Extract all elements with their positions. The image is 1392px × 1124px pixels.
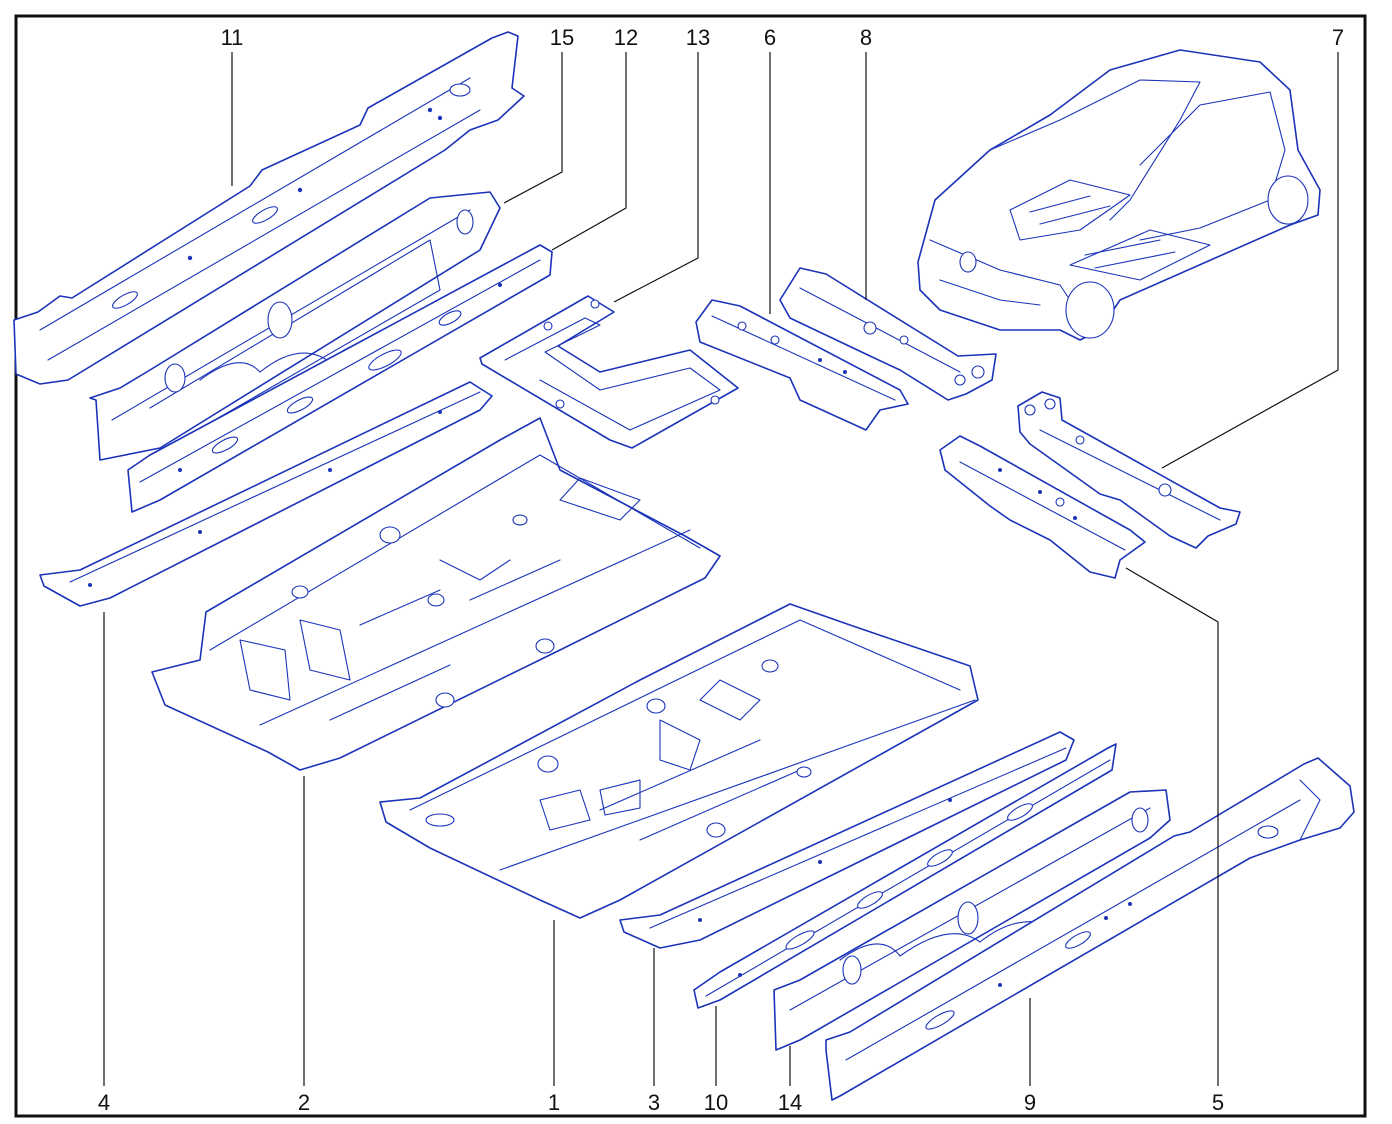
callout-9: 9 [1024, 1090, 1036, 1115]
callout-2: 2 [298, 1090, 310, 1115]
part-9-outer-sill-panel [825, 757, 1355, 1101]
part-8-cross-member [779, 267, 997, 401]
callout-labels: 11 15 12 13 6 8 7 4 2 1 3 10 14 9 5 [98, 25, 1344, 1115]
leader-lines [103, 52, 1339, 1086]
callout-4: 4 [98, 1090, 110, 1115]
leader-7 [1161, 52, 1339, 469]
callout-5: 5 [1212, 1090, 1224, 1115]
leader-15 [503, 52, 563, 204]
callout-12: 12 [614, 25, 638, 50]
part-13-tunnel-plate [479, 295, 739, 449]
part-15-sill-reinforcement [89, 191, 501, 461]
callout-11: 11 [221, 25, 244, 50]
callout-7: 7 [1332, 25, 1344, 50]
part-5-rear-cross-member [939, 435, 1146, 579]
callout-15: 15 [550, 25, 574, 50]
part-11-sill-panel [13, 31, 525, 385]
callout-10: 10 [704, 1090, 728, 1115]
part-1-rear-floor-panel [379, 603, 979, 919]
part-10-sill-rail [693, 743, 1117, 1009]
callout-1: 1 [548, 1090, 560, 1115]
part-14-sill-reinforcement [773, 789, 1171, 1051]
vehicle-reference-view [917, 49, 1321, 341]
part-12-sill-rail [127, 244, 553, 513]
callout-6: 6 [764, 25, 776, 50]
part-7-rear-cross-member [1017, 391, 1241, 549]
part-3-sill-strip [619, 731, 1075, 949]
callout-14: 14 [778, 1090, 802, 1115]
callout-8: 8 [860, 25, 872, 50]
leader-12 [551, 52, 627, 251]
callout-3: 3 [648, 1090, 660, 1115]
leader-5 [1125, 567, 1219, 1086]
leader-13 [613, 52, 699, 303]
callout-13: 13 [686, 25, 710, 50]
part-4-sill-strip [39, 381, 493, 607]
part-2-front-floor-panel [151, 417, 721, 771]
part-6-cross-member [695, 299, 909, 431]
diagram-border [14, 14, 1367, 1118]
